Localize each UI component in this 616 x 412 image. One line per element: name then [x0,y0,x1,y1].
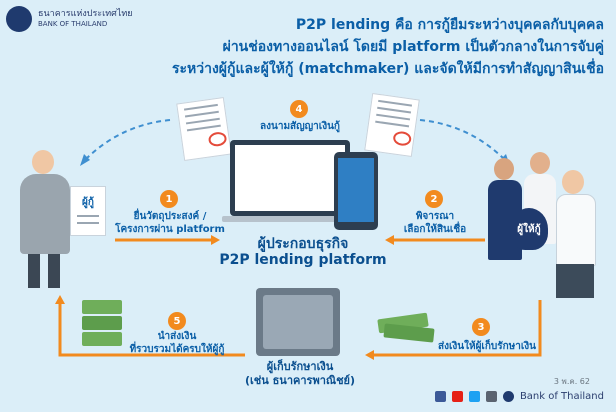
money-bag-icon: ผู้ให้กู้ [510,208,548,250]
headline-line-1: P2P lending คือ การกู้ยืมระหว่างบุคคลกับ… [295,17,604,33]
footer: Bank of Thailand [434,391,604,402]
arrow-step3-head-icon [365,350,374,360]
custodian-title: ผู้เก็บรักษาเงิน [266,360,334,373]
platform-label: ผู้ประกอบธุรกิจ P2P lending platform [218,236,388,268]
bot-logo: ธนาคารแห่งประเทศไทย BANK OF THAILAND [6,6,133,32]
bot-seal-icon [6,6,32,32]
step-5-text: นำส่งเงิน ที่รวบรวมได้ครบให้ผู้กู้ [122,330,232,356]
lenders-figure: ผู้ให้กู้ [488,150,608,300]
step-1-text-line-2: โครงการผ่าน platform [115,224,225,235]
step-4-number: 4 [290,100,308,118]
step-3-text: ส่งเงินให้ผู้เก็บรักษาเงิน [437,341,537,352]
step-3-number: 3 [472,318,490,336]
dashed-arrow-left [84,119,171,161]
youtube-icon[interactable] [451,391,463,402]
twitter-icon[interactable] [468,391,480,402]
cash-stack-right-icon [377,310,435,344]
logo-english-text: BANK OF THAILAND [38,20,108,28]
headline-line-2: ผ่านช่องทางออนไลน์ โดยมี platform เป็นตั… [222,39,604,55]
step-1-number: 1 [160,190,178,208]
step-4-text: ลงนามสัญญาเงินกู้ [259,121,340,132]
step-2-text-line-1: พิจารณา [415,211,455,222]
headline: P2P lending คือ การกู้ยืมระหว่างบุคคลกับ… [134,14,604,80]
custodian-label: ผู้เก็บรักษาเงิน (เช่น ธนาคารพาณิชย์) [230,360,370,388]
step-1-text: ยื่นวัตถุประสงค์ / โครงการผ่าน platform [110,210,230,236]
chat-icon[interactable] [485,391,497,402]
contract-document-right-icon [364,92,420,158]
date-text: 3 พ.ค. 62 [553,377,590,386]
smartphone-icon [334,152,378,230]
dashed-arrow-right [419,119,506,161]
cash-stack-left-icon [82,300,126,350]
arrow-step5-line [58,300,245,357]
arrow-step1-head-icon [211,235,220,245]
contract-document-left-icon [176,96,232,162]
logo-thai-text: ธนาคารแห่งประเทศไทย [38,9,133,19]
step-5-number: 5 [168,312,186,330]
arrow-step2-head-icon [385,235,394,245]
step-2-text-line-2: เลือกให้สินเชื่อ [403,224,467,235]
step-2-number: 2 [425,190,443,208]
borrower-label: ผู้กู้ [82,197,94,208]
headline-line-3: ระหว่างผู้กู้และผู้ให้กู้ (matchmaker) แ… [171,61,604,77]
platform-subtitle: P2P lending platform [219,252,387,268]
arrow-step3-line [370,300,542,357]
step-5-text-line-2: ที่รวบรวมได้ครบให้ผู้กู้ [129,344,225,355]
borrower-document-icon: ผู้กู้ [70,186,106,236]
platform-title: ผู้ประกอบธุรกิจ [257,236,349,252]
step-5-text-line-1: นำส่งเงิน [157,331,197,342]
vault-icon [256,288,340,356]
step-2-text: พิจารณา เลือกให้สินเชื่อ [385,210,485,236]
laptop-base [222,216,372,222]
borrower-figure: ผู้กู้ [14,150,114,290]
brand-name: Bank of Thailand [519,391,604,402]
arrowhead-left-icon [80,154,90,166]
laptop-icon [230,140,350,216]
custodian-subtitle: (เช่น ธนาคารพาณิชย์) [244,374,356,387]
bot-small-logo-icon [502,391,514,402]
arrow-step5-head-icon [55,295,65,304]
lender-label: ผู้ให้กู้ [517,224,541,235]
step-1-text-line-1: ยื่นวัตถุประสงค์ / [133,211,207,222]
facebook-icon[interactable] [434,391,446,402]
